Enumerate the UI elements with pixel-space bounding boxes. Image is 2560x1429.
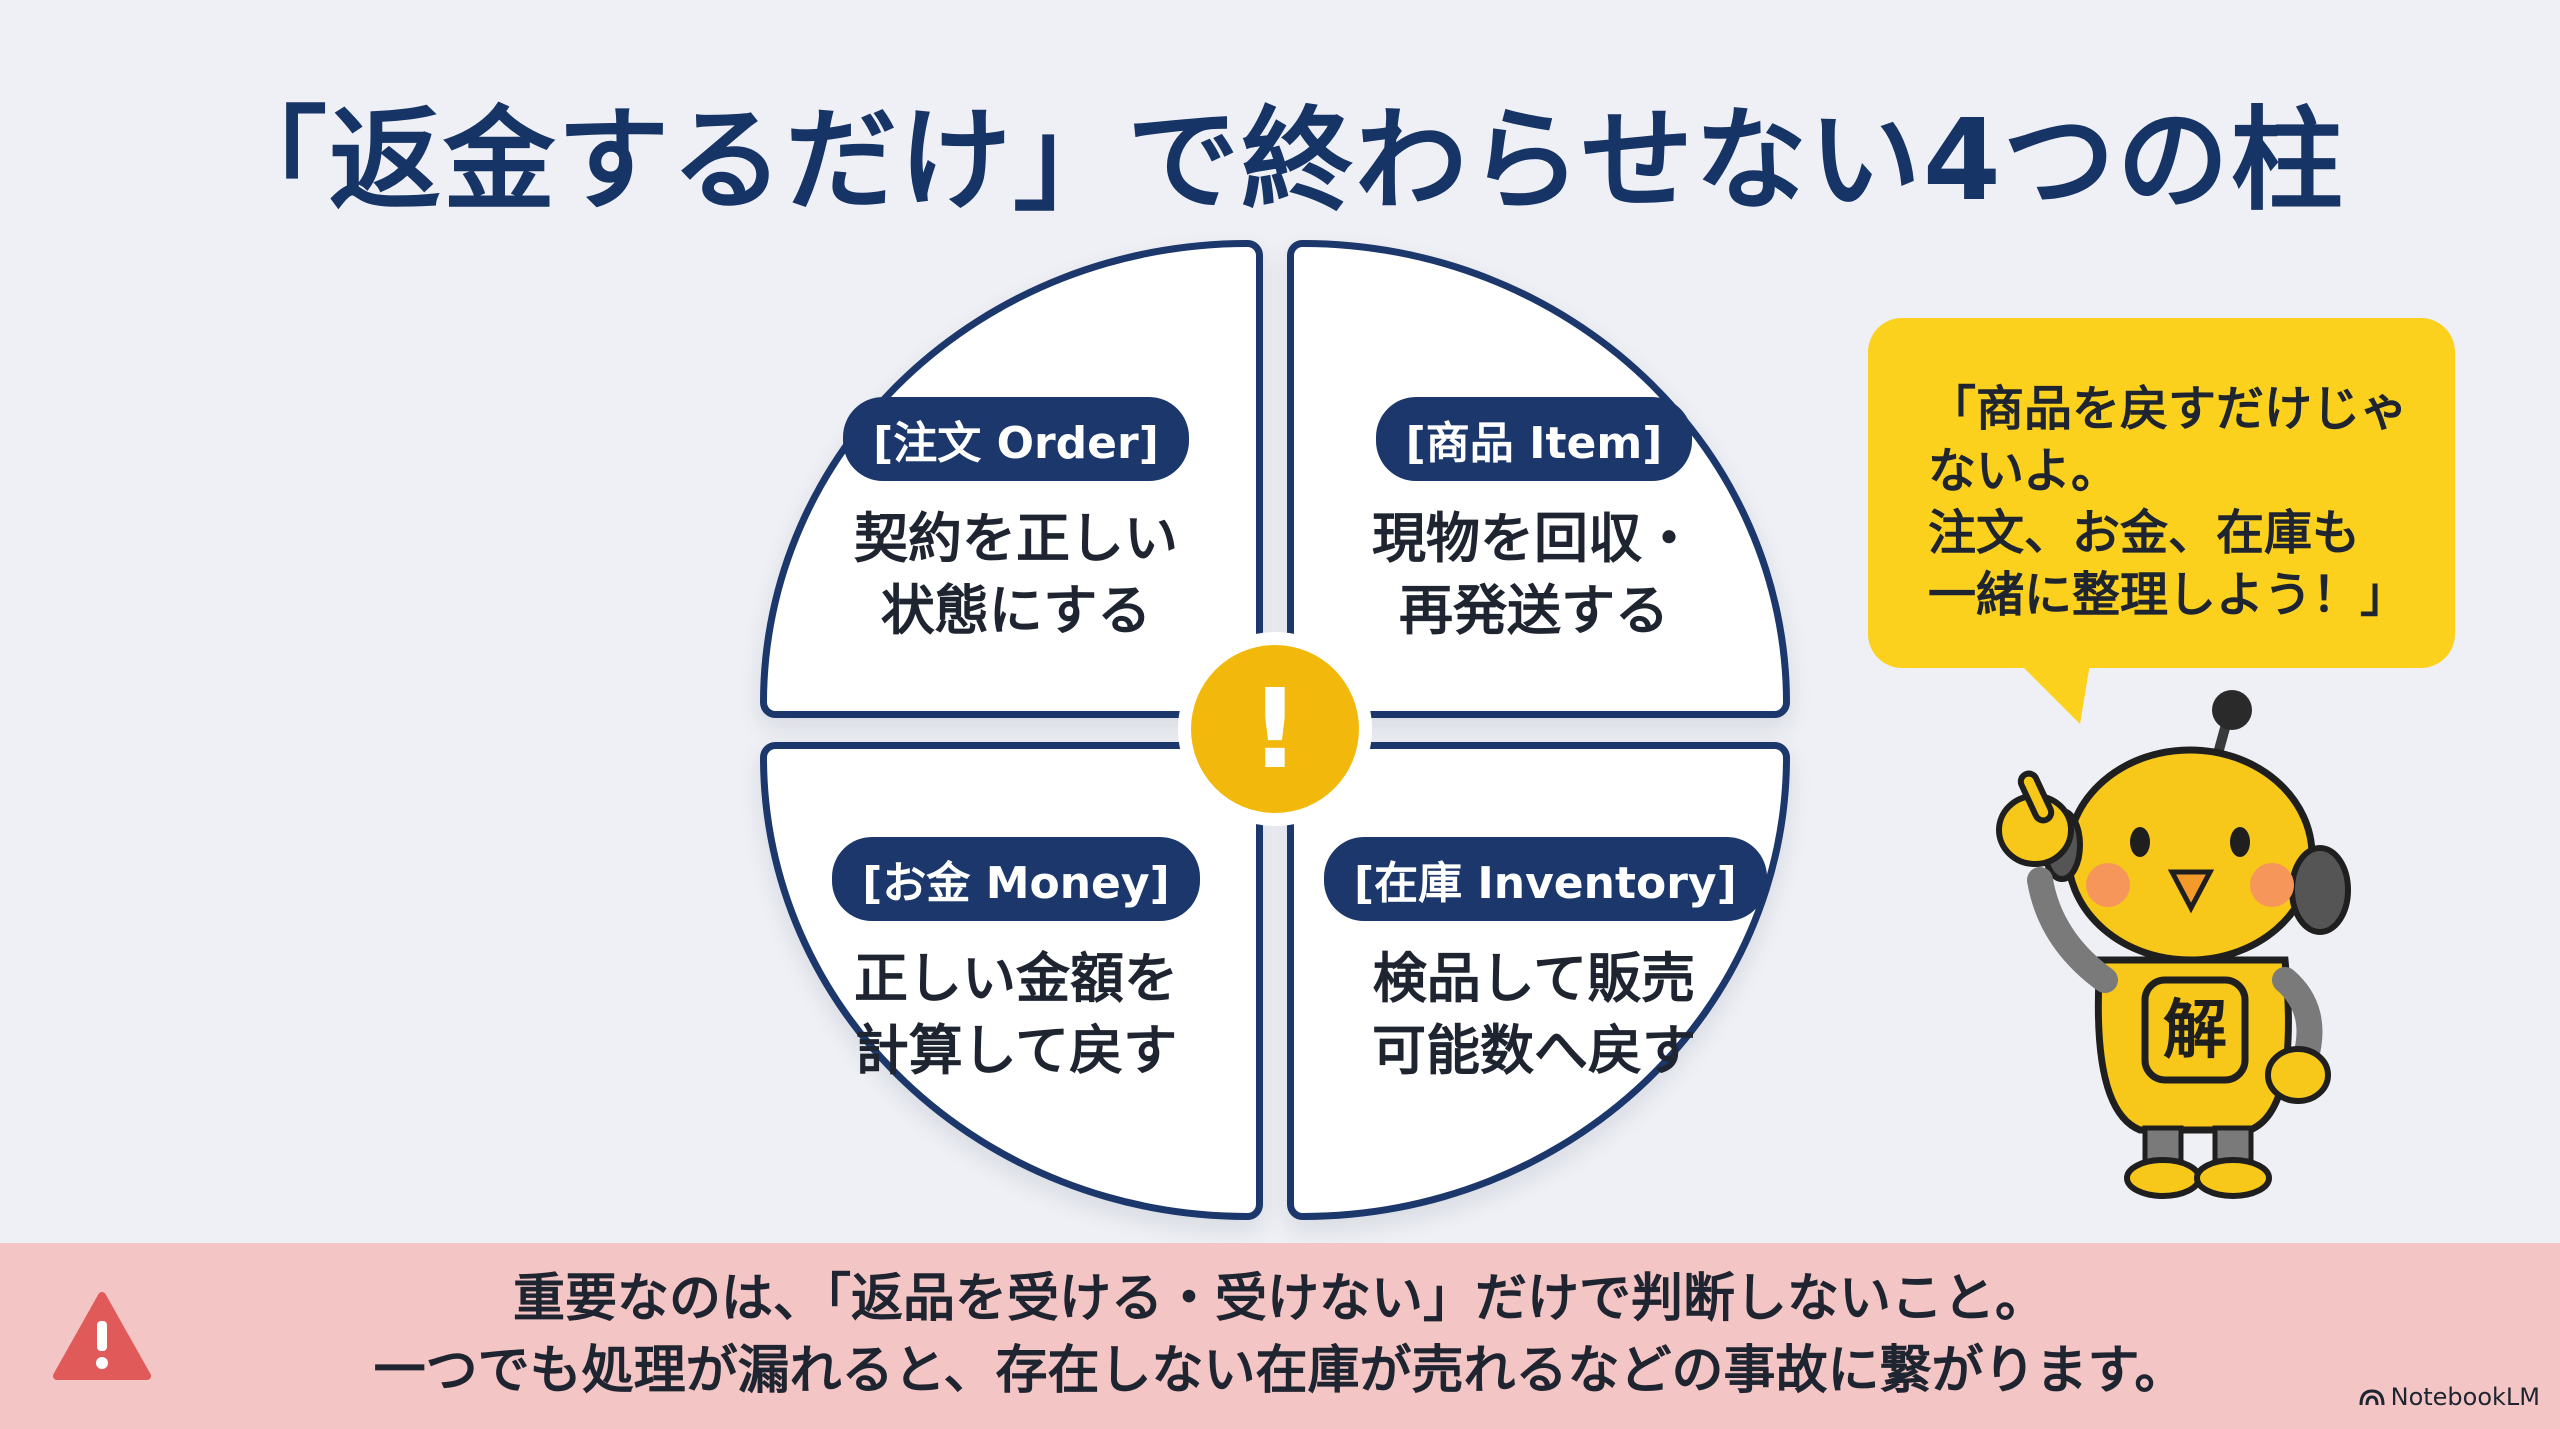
pillar-money: [お金 Money] 正しい金額を 計算して戻す <box>760 742 1263 1220</box>
pillar-inventory: [在庫 Inventory] 検品して販売 可能数へ戻す <box>1287 742 1790 1220</box>
warning-triangle-icon <box>53 1292 151 1380</box>
pillar-tag: [注文 Order] <box>843 397 1189 481</box>
pillar-tag: [商品 Item] <box>1375 397 1693 481</box>
pillar-tag: [在庫 Inventory] <box>1324 837 1767 921</box>
pillar-description: 契約を正しい 状態にする <box>854 507 1178 642</box>
pillar-description: 現物を回収・ 再発送する <box>1372 507 1696 642</box>
speech-bubble-tail <box>2020 664 2090 724</box>
robot-mascot: 解 <box>1996 690 2351 1199</box>
mascot-badge-text: 解 <box>2163 994 2227 1068</box>
pillar-item: [商品 Item] 現物を回収・ 再発送する <box>1287 240 1790 718</box>
pillars-diagram: [注文 Order] 契約を正しい 状態にする [商品 Item] 現物を回収・… <box>760 240 1790 1220</box>
pillar-description: 検品して販売 可能数へ戻す <box>1372 947 1696 1082</box>
footer-line-1: 重要なのは、「返品を受ける・受けない」だけで判断しないこと。 <box>512 1269 2047 1329</box>
pillar-description: 正しい金額を 計算して戻す <box>854 947 1178 1082</box>
brand: NotebookLM <box>2359 1383 2540 1411</box>
footer-banner: 重要なのは、「返品を受ける・受けない」だけで判断しないこと。 一つでも処理が漏れ… <box>0 1243 2560 1429</box>
page-title: 「返金するだけ」で終わらせない4つの柱 <box>215 96 2345 226</box>
notebooklm-logo-icon <box>2359 1389 2385 1406</box>
pillar-tag: [お金 Money] <box>832 837 1200 921</box>
pillar-order: [注文 Order] 契約を正しい 状態にする <box>760 240 1263 718</box>
center-badge: ! <box>1178 632 1372 826</box>
footer-line-2: 一つでも処理が漏れると、存在しない在庫が売れるなどの事故に繋がります。 <box>373 1341 2187 1401</box>
speech-bubble: 「商品を戻すだけじゃ ないよ。 注文、お金、在庫も 一緒に整理しよう！」 <box>1868 318 2455 668</box>
brand-name: NotebookLM <box>2390 1383 2540 1411</box>
exclamation-icon: ! <box>1191 645 1359 813</box>
